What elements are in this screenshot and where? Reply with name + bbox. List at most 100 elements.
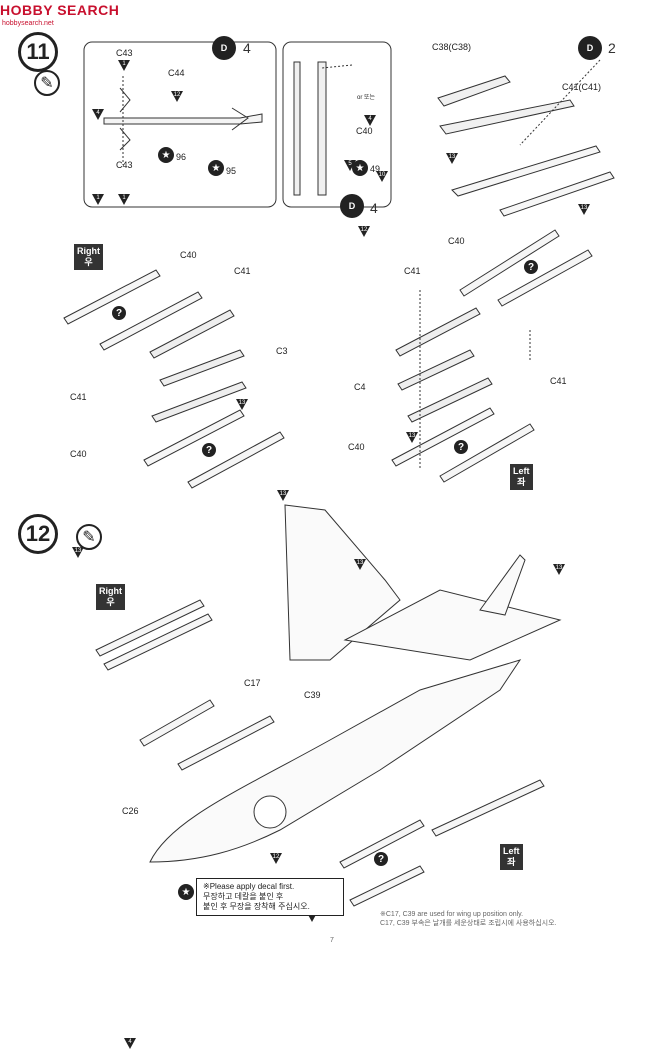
decal-note-line-1: ※Please apply decal first. bbox=[203, 882, 295, 891]
missile-a-fins bbox=[231, 107, 249, 131]
missile-c2 bbox=[499, 171, 615, 217]
part-tri-c44: 12 bbox=[171, 91, 183, 102]
part-tri-c41-l2: 13 bbox=[553, 564, 565, 575]
watermark-brand: HOBBY SEARCH bbox=[0, 2, 120, 18]
part-tri-c4: 13 bbox=[354, 559, 366, 570]
arrow-marker-b-5: 5 bbox=[344, 160, 356, 171]
part-label-c39: C39 bbox=[304, 690, 321, 700]
part-tri-c41-l1: 13 bbox=[406, 432, 418, 443]
s12-left-missile-3 bbox=[349, 865, 425, 907]
footnote-line-1: ※C17, C39 are used for wing up position … bbox=[380, 911, 524, 918]
part-tri-c43-bottom: 1 bbox=[118, 194, 130, 205]
s12-missile-3 bbox=[139, 699, 215, 747]
question-mark-icon: ? bbox=[112, 306, 126, 320]
rail-b2 bbox=[317, 61, 327, 196]
part-label-c43-bottom: C43 bbox=[116, 160, 133, 170]
part-tri-c26: 4 bbox=[124, 1038, 136, 1049]
left-missile-4 bbox=[439, 423, 535, 483]
cement-icon: ✎ bbox=[34, 70, 60, 96]
missile-c1 bbox=[451, 145, 601, 197]
part-label-c41-l1: C41 bbox=[404, 266, 421, 276]
rail-b1 bbox=[293, 61, 301, 196]
part-tri-12-top: 12 bbox=[270, 853, 282, 864]
question-mark-icon: ? bbox=[374, 852, 388, 866]
decal-sheet-count-c: 2 bbox=[608, 40, 616, 56]
arrow-marker-1: 1 bbox=[92, 194, 104, 205]
left-rail-c41b bbox=[407, 377, 493, 423]
arrow-marker-4: 4 bbox=[92, 109, 104, 120]
part-label-c40-r1: C40 bbox=[180, 250, 197, 260]
inset-box-a bbox=[83, 41, 277, 208]
watermark: HOBBY SEARCH bbox=[0, 2, 119, 18]
or-label: or 또는 bbox=[357, 95, 376, 101]
right-missile-4 bbox=[187, 431, 285, 489]
decal-sheet-count-b: 4 bbox=[370, 200, 378, 216]
question-mark-icon: ? bbox=[202, 443, 216, 457]
decal-sheet-count-a: 4 bbox=[243, 40, 251, 56]
footnote: ※C17, C39 are used for wing up position … bbox=[380, 910, 668, 928]
part-label-c17: C17 bbox=[244, 678, 261, 688]
decal-sheet-icon: D bbox=[578, 36, 602, 60]
question-mark-icon: ? bbox=[454, 440, 468, 454]
part-tri-c40-b: 12 bbox=[358, 226, 370, 237]
s12-missile-4 bbox=[177, 715, 275, 771]
decal-num-95: 95 bbox=[226, 166, 237, 176]
aircraft-fuselage bbox=[149, 659, 522, 863]
question-mark-icon: ? bbox=[524, 260, 538, 274]
right-missile-2 bbox=[99, 291, 203, 351]
aircraft-tail bbox=[479, 554, 526, 616]
arrow-marker-b-top: 4 bbox=[364, 115, 376, 126]
arrow-marker-b-10: 10 bbox=[376, 171, 388, 182]
part-label-c4: C4 bbox=[354, 382, 366, 392]
part-label-c40-l1: C40 bbox=[448, 236, 465, 246]
inset-box-b bbox=[282, 41, 392, 208]
part-label-c41-r1: C41 bbox=[234, 266, 251, 276]
s12-left-missile-1 bbox=[431, 779, 545, 837]
decal-star-icon: ★ bbox=[158, 147, 174, 163]
part-tri-c41-r1: 13 bbox=[236, 399, 248, 410]
left-missile-2 bbox=[497, 249, 593, 307]
part-tri-c41-r2: 13 bbox=[72, 547, 84, 558]
left-missile-top bbox=[459, 229, 560, 297]
part-label-c3: C3 bbox=[276, 346, 288, 356]
part-label-c26: C26 bbox=[122, 806, 139, 816]
decal-note-line-2: 무장하고 데칼을 붙인 후 bbox=[203, 892, 284, 901]
part-label-c41-c: C41(C41) bbox=[562, 82, 602, 92]
right-missile-3 bbox=[143, 409, 245, 467]
part-label-c40-r2: C40 bbox=[70, 449, 87, 459]
footnote-line-2: C17, C39 부속은 날개를 세운상태로 조립시에 사용하십시오. bbox=[380, 920, 557, 927]
right-missile-top bbox=[63, 269, 161, 325]
left-rail-c41 bbox=[395, 307, 481, 357]
part-label-c40-l2: C40 bbox=[348, 442, 365, 452]
decal-num-49: 49 bbox=[370, 164, 381, 174]
right-rail-c41 bbox=[149, 309, 235, 359]
insignia-decal bbox=[253, 795, 287, 829]
part-tri-c38: 13 bbox=[446, 153, 458, 164]
aircraft-wing-raised bbox=[284, 504, 401, 661]
decal-star-icon: ★ bbox=[208, 160, 224, 176]
decal-note: ※Please apply decal first. 무장하고 데칼을 붙인 후… bbox=[196, 878, 344, 916]
right-rail-c3 bbox=[159, 349, 245, 387]
decal-star-icon: ★ bbox=[178, 884, 194, 900]
step-number-12: 12 bbox=[18, 514, 58, 554]
left-missile-3 bbox=[391, 407, 495, 467]
part-tri-c3: 13 bbox=[277, 490, 289, 501]
decal-sheet-icon: D bbox=[212, 36, 236, 60]
left-rail-c4 bbox=[397, 349, 475, 391]
s12-left-missile-2 bbox=[339, 819, 425, 869]
decal-star-icon: ★ bbox=[352, 160, 368, 176]
part-label-c38: C38(C38) bbox=[432, 42, 472, 52]
part-label-c40-b: C40 bbox=[356, 126, 373, 136]
watermark-sub: hobbysearch.net bbox=[2, 20, 54, 27]
part-tri-c43-top: 1 bbox=[118, 60, 130, 71]
missile-a bbox=[103, 113, 263, 125]
part-label-c41-l2: C41 bbox=[550, 376, 567, 386]
step-number-11: 11 bbox=[18, 32, 58, 72]
decal-note-line-3: 붙인 후 무장을 장착해 주십시오. bbox=[203, 902, 310, 911]
right-rail-c41b bbox=[151, 381, 247, 423]
s12-right-missile-1 bbox=[95, 599, 205, 657]
